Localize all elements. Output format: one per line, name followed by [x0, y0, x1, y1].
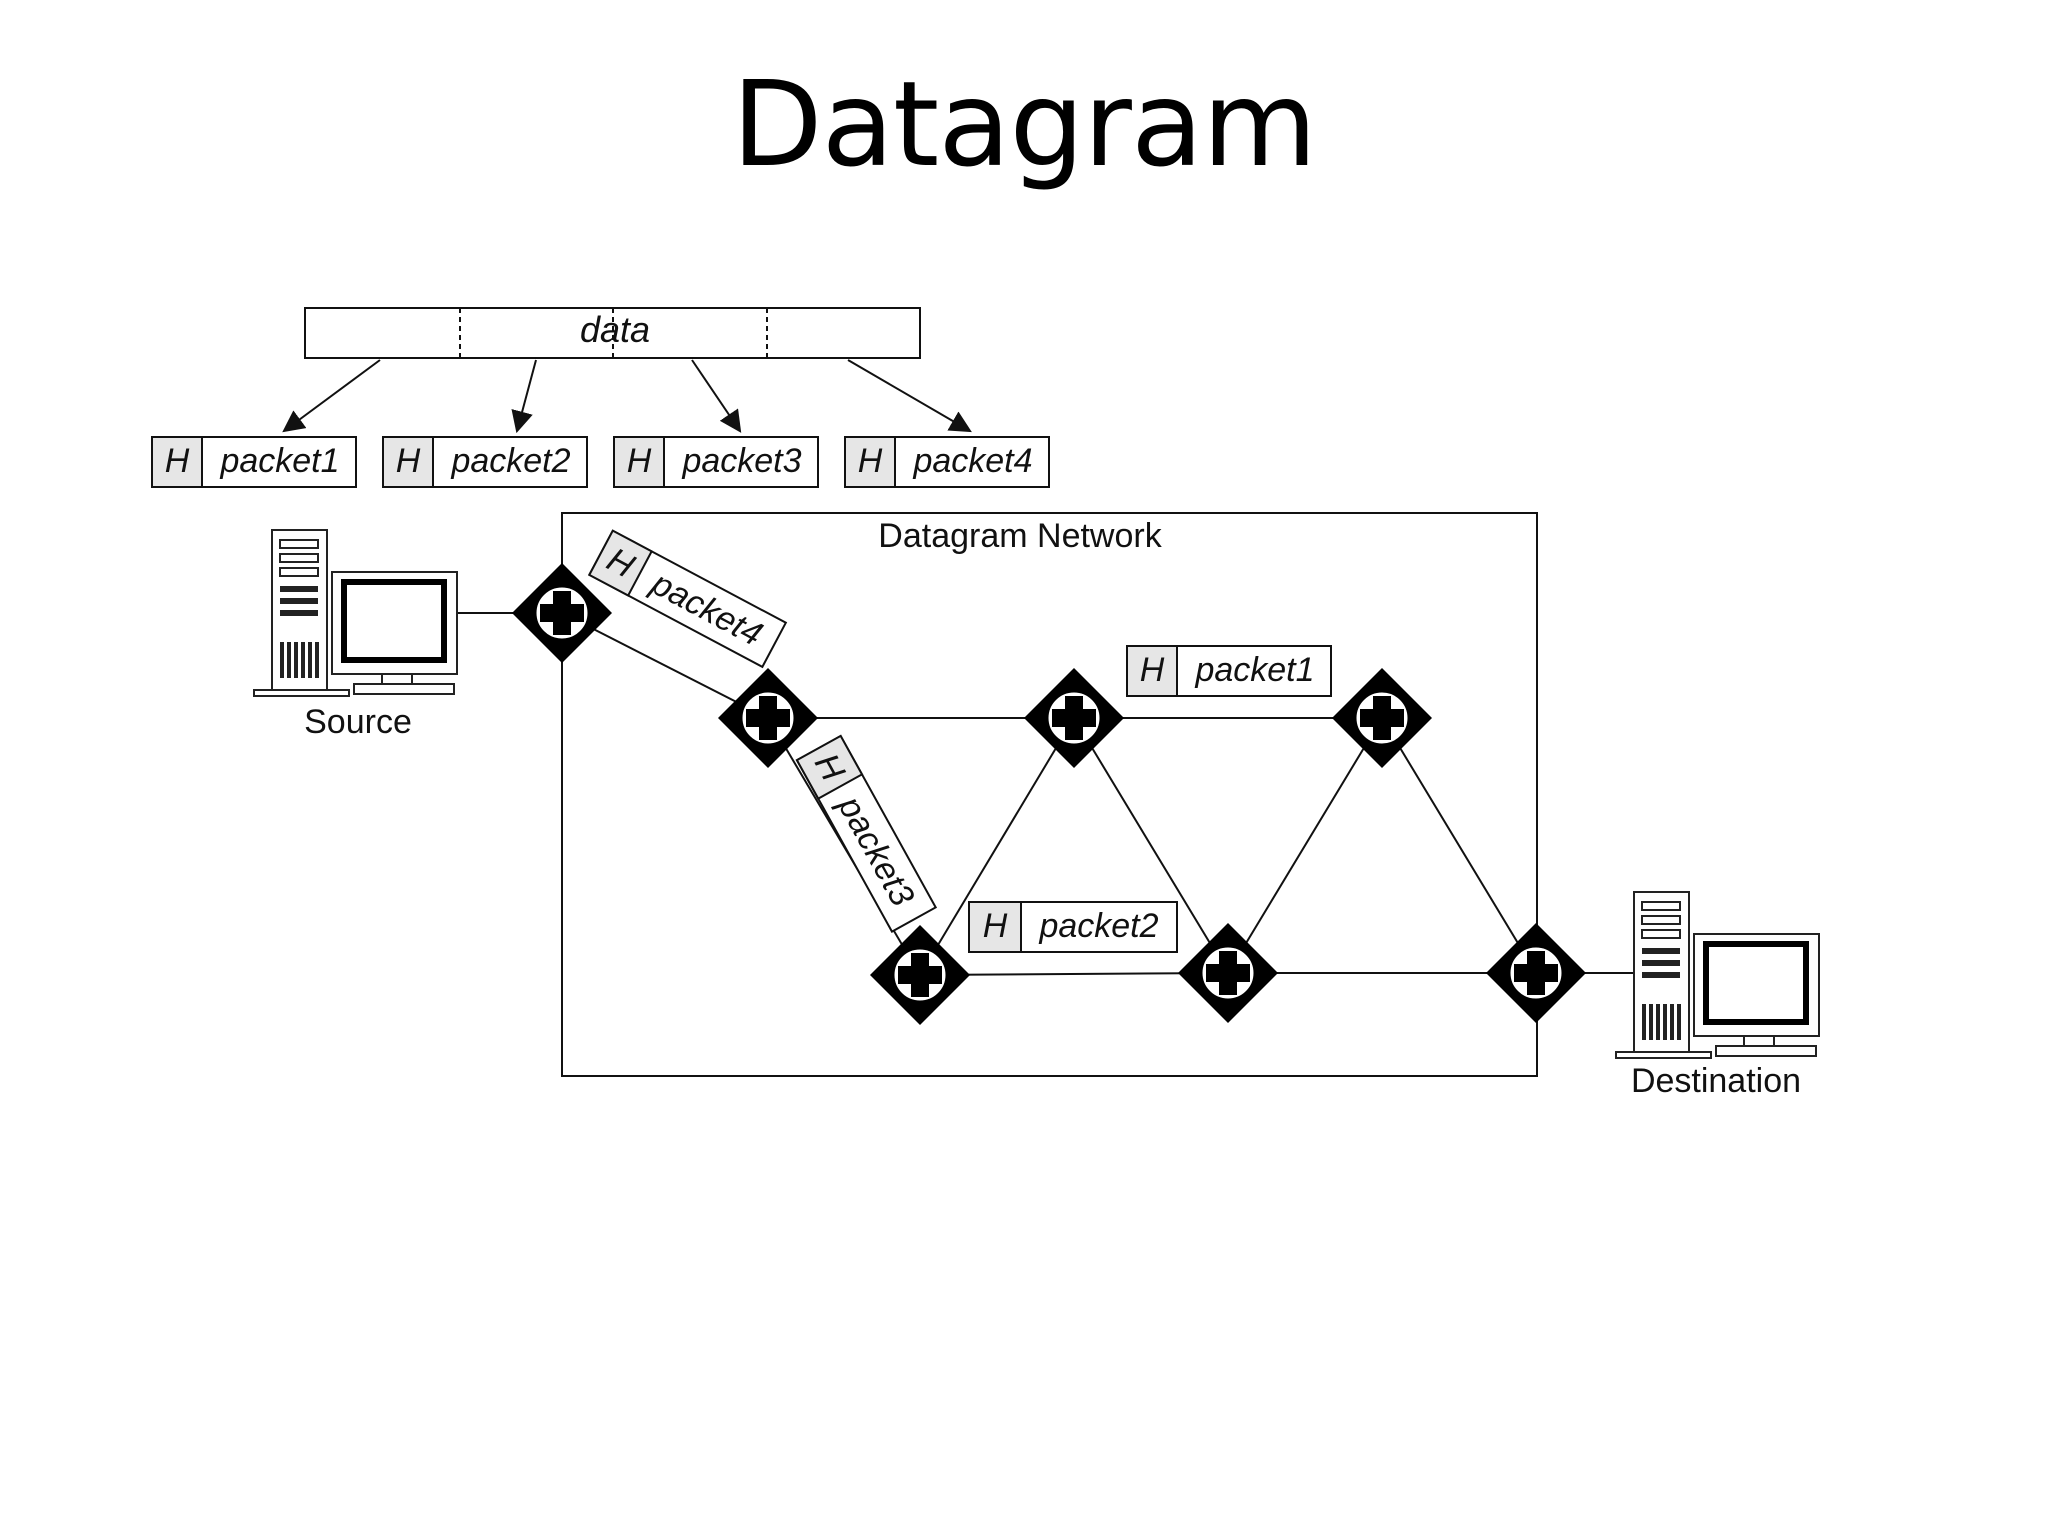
packet-name: packet2	[450, 442, 570, 480]
packet-2: H packet2	[382, 436, 588, 488]
transit-packet-1: H packet1	[1126, 645, 1332, 697]
packet-name: packet3	[681, 442, 801, 480]
destination-host: Destination	[1616, 892, 1819, 1100]
packet-header: H	[858, 442, 883, 480]
routers	[510, 561, 1588, 1027]
slide-title: Datagram	[731, 55, 1317, 193]
packet-header: H	[1140, 651, 1165, 689]
packet-name: packet1	[1194, 651, 1314, 689]
transit-packet-3: H packet3	[795, 734, 938, 933]
data-label: data	[580, 309, 650, 350]
data-block: data	[304, 307, 921, 359]
packet-name: packet2	[1038, 907, 1158, 945]
router-icon	[1176, 921, 1280, 1025]
router-icon	[868, 923, 972, 1027]
destination-label: Destination	[1631, 1062, 1801, 1100]
packet-name: packet4	[912, 442, 1032, 480]
packet-header: H	[396, 442, 421, 480]
packet-4: H packet4	[844, 436, 1050, 488]
packet-row: H packet1 H packet2 H packet3 H packet4	[151, 436, 1050, 488]
transit-packet-4: H packet4	[587, 529, 788, 669]
packet-header: H	[165, 442, 190, 480]
source-host: Source	[254, 530, 512, 741]
packet-3: H packet3	[613, 436, 819, 488]
fragmentation-arrows	[282, 359, 972, 434]
packet-header: H	[627, 442, 652, 480]
router-icon	[1330, 666, 1434, 770]
router-icon	[1484, 921, 1588, 1025]
router-icon	[1022, 666, 1126, 770]
router-icon	[716, 666, 820, 770]
datagram-network: Datagram Network	[561, 512, 1538, 1077]
packet-1: H packet1	[151, 436, 357, 488]
computer-icon	[254, 530, 457, 696]
source-label: Source	[304, 703, 412, 741]
transit-packet-2: H packet2	[968, 901, 1178, 953]
network-label: Datagram Network	[878, 517, 1162, 555]
computer-icon	[1616, 892, 1819, 1058]
packet-header: H	[983, 907, 1008, 945]
packet-name: packet1	[219, 442, 339, 480]
